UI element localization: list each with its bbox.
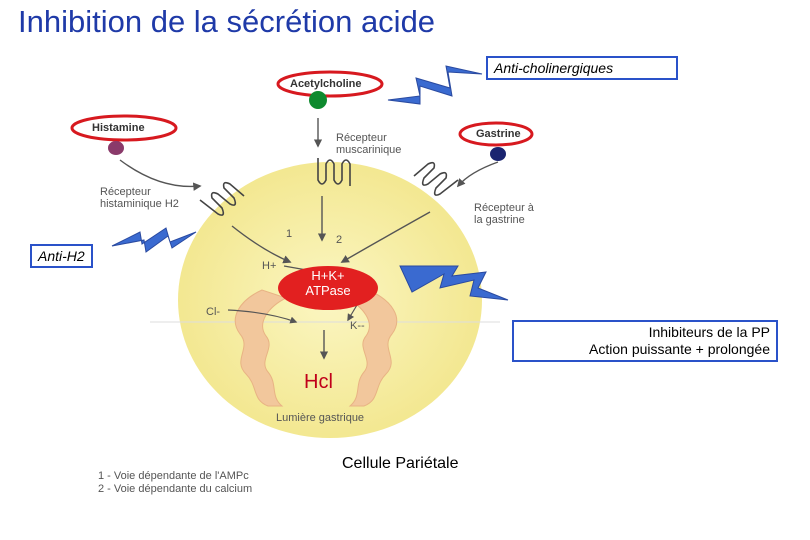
anti-cholinergic-box: Anti-cholinergiques bbox=[486, 56, 678, 80]
acetylcholine-label: Acetylcholine bbox=[290, 78, 362, 90]
h-plus-label: H+ bbox=[262, 260, 276, 272]
k-minus-label: K-- bbox=[350, 320, 365, 332]
lightning-anti-cholinergic-icon bbox=[388, 66, 482, 104]
ppi-box: Inhibiteurs de la PP Action puissante + … bbox=[512, 320, 778, 362]
lightning-anti-h2-icon bbox=[112, 228, 196, 252]
arrow-gastrine bbox=[458, 162, 498, 186]
arrow-histamine bbox=[120, 160, 200, 186]
pathway-legend: 1 - Voie dépendante de l'AMPc 2 - Voie d… bbox=[98, 470, 252, 496]
hk-atpase-label: H+K+ ATPase bbox=[283, 268, 373, 298]
legend-line-2: 2 - Voie dépendante du calcium bbox=[98, 483, 252, 496]
gastric-lumen-label: Lumière gastrique bbox=[276, 412, 364, 424]
gastrine-dot bbox=[490, 147, 506, 161]
pathway-number-2: 2 bbox=[336, 234, 342, 246]
h2-receptor-label: Récepteur histaminique H2 bbox=[100, 186, 179, 210]
acetylcholine-dot bbox=[309, 91, 327, 109]
gastrin-receptor-label: Récepteur à la gastrine bbox=[474, 202, 534, 226]
pathway-number-1: 1 bbox=[286, 228, 292, 240]
gastrine-label: Gastrine bbox=[476, 128, 521, 140]
muscarinic-receptor-label: Récepteur muscarinique bbox=[336, 132, 401, 156]
anti-h2-box: Anti-H2 bbox=[30, 244, 93, 268]
cl-minus-label: Cl- bbox=[206, 306, 220, 318]
legend-line-1: 1 - Voie dépendante de l'AMPc bbox=[98, 470, 252, 483]
hcl-label: Hcl bbox=[304, 371, 333, 394]
histamine-dot bbox=[108, 141, 124, 155]
cell-caption: Cellule Pariétale bbox=[342, 455, 459, 473]
histamine-label: Histamine bbox=[92, 122, 145, 134]
